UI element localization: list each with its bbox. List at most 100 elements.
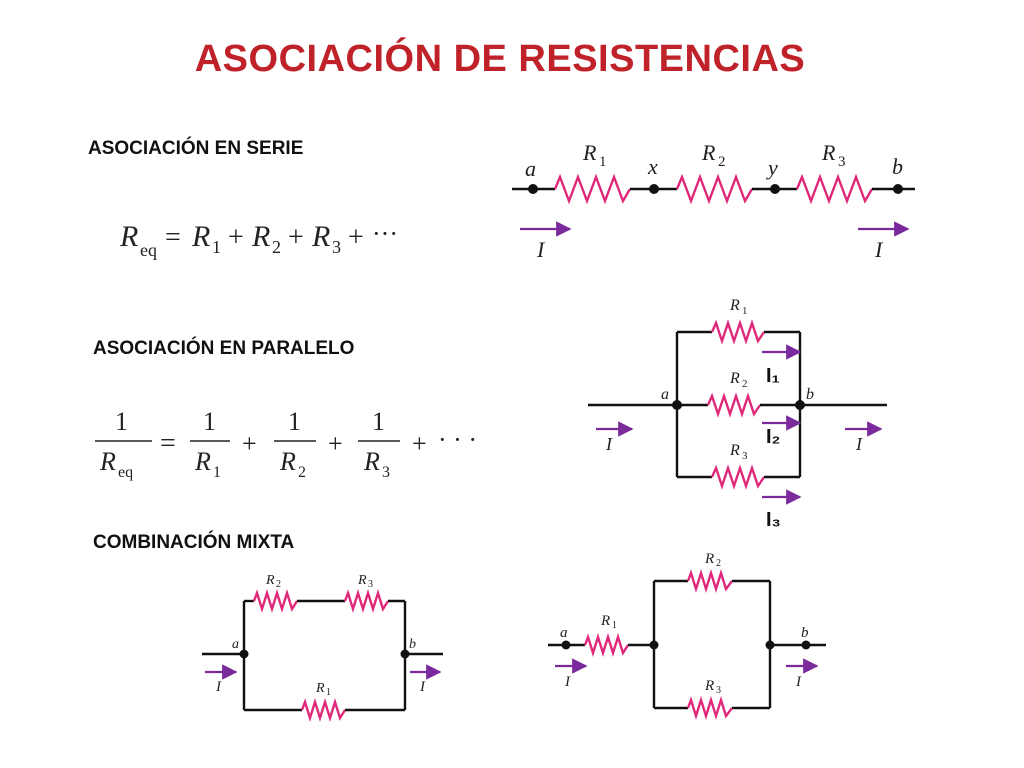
svg-text:R: R [119,220,138,253]
svg-text:I: I [874,237,884,262]
svg-text:y: y [766,155,778,180]
svg-text:1: 1 [115,407,128,436]
svg-text:1: 1 [212,237,221,257]
resistor-r2-paralelo [706,392,761,418]
node-b-paralelo [795,400,805,410]
svg-text:3: 3 [332,237,341,257]
svg-text:b: b [806,386,814,403]
svg-text:=: = [165,222,181,253]
svg-text:R: R [821,140,836,165]
svg-text:R: R [279,447,296,476]
svg-text:=: = [160,428,176,459]
svg-text:I: I [605,434,613,454]
circuit-mixta-1: a b R 2 R 3 R 1 I I [202,573,443,723]
svg-text:I: I [536,237,546,262]
circuit-paralelo: a b R 1 R 2 R 3 I₁ I₂ I₃ I I [588,297,887,531]
svg-text:2: 2 [276,579,281,590]
svg-text:R: R [251,220,270,253]
resistor-r1-serie [553,173,632,205]
svg-text:eq: eq [118,464,133,481]
svg-text:1: 1 [326,687,331,698]
svg-text:1: 1 [599,154,607,170]
svg-text:3: 3 [838,154,846,170]
resistor-r1-paralelo [710,319,765,345]
svg-text:I: I [564,674,571,690]
svg-text:1: 1 [372,407,385,436]
svg-text:R: R [357,573,367,588]
circuit-serie: a x y b R 1 R 2 R 3 I I [512,140,915,262]
resistor-r3-mixta-2 [686,695,733,721]
svg-text:eq: eq [140,240,157,260]
svg-text:R: R [265,573,275,588]
svg-text:1: 1 [742,305,748,317]
svg-text:b: b [801,625,809,641]
label-i1: I₁ [766,365,780,387]
svg-text:1: 1 [288,407,301,436]
svg-text:x: x [647,154,658,179]
node-a-mixta-1 [239,649,249,659]
svg-text:2: 2 [742,378,748,390]
svg-text:2: 2 [298,464,306,481]
svg-text:2: 2 [718,154,726,170]
svg-text:b: b [409,637,416,652]
svg-text:+: + [288,222,304,253]
svg-text:I: I [215,679,222,695]
node-x-serie [649,184,659,194]
node-a-mixta-2 [561,640,571,650]
svg-text:3: 3 [742,450,748,462]
node-right-mixta-2 [765,640,775,650]
svg-text:a: a [232,637,239,652]
svg-text:· · ·: · · · [438,425,477,454]
heading-serie: ASOCIACIÓN EN SERIE [88,138,304,159]
svg-text:b: b [892,154,903,179]
svg-text:a: a [661,386,669,403]
formula-paralelo: 1 R eq = 1 R 1 + 1 R 2 + 1 R 3 + · · · [95,407,477,481]
resistor-r3-serie [795,173,874,205]
label-i3: I₃ [766,509,781,531]
svg-text:R: R [729,297,740,314]
node-a-paralelo [672,400,682,410]
node-left-mixta-2 [649,640,659,650]
svg-text:R: R [99,447,116,476]
svg-text:+: + [328,429,343,458]
svg-text:R: R [582,140,597,165]
svg-text:R: R [600,613,610,629]
svg-text:I: I [795,674,802,690]
svg-text:R: R [191,220,210,253]
svg-text:1: 1 [203,407,216,436]
node-y-serie [770,184,780,194]
svg-text:I: I [855,434,863,454]
svg-text:1: 1 [213,464,221,481]
svg-text:+: + [228,222,244,253]
svg-text:3: 3 [368,579,373,590]
resistor-r3-mixta-1 [343,588,390,614]
svg-text:a: a [525,156,536,181]
resistor-r3-paralelo [710,464,765,490]
resistor-r1-mixta-1 [300,697,347,723]
svg-text:3: 3 [716,685,721,696]
svg-text:R: R [194,447,211,476]
node-a-serie [528,184,538,194]
svg-text:···: ··· [372,219,398,248]
resistor-r2-mixta-1 [252,588,299,614]
label-i2: I₂ [766,426,780,448]
svg-text:+: + [348,222,364,253]
svg-text:2: 2 [272,237,281,257]
heading-paralelo: ASOCIACIÓN EN PARALELO [93,338,355,359]
svg-text:I: I [419,679,426,695]
node-b-mixta-2 [801,640,811,650]
svg-text:R: R [311,220,330,253]
svg-text:+: + [242,429,257,458]
node-b-serie [893,184,903,194]
resistor-r2-serie [675,173,754,205]
circuit-mixta-2: a b R 1 R 2 R 3 I I [548,551,826,721]
formula-serie: R eq = R 1 + R 2 + R 3 + ··· [119,219,398,260]
svg-text:2: 2 [716,558,721,569]
svg-text:R: R [704,678,714,694]
resistor-r1-mixta-2 [583,632,630,658]
svg-text:3: 3 [382,464,390,481]
resistor-r2-mixta-2 [686,568,733,594]
svg-text:R: R [701,140,716,165]
svg-text:R: R [315,681,325,696]
